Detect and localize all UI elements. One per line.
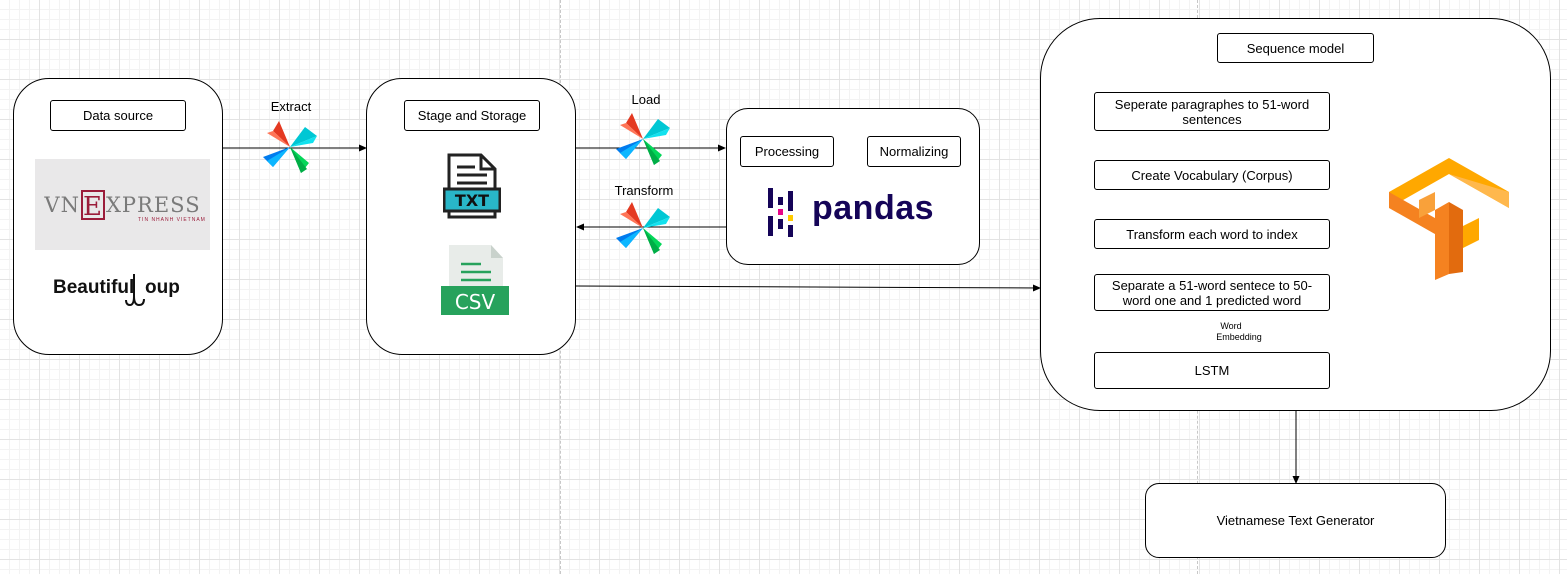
output-text: Vietnamese Text Generator [1216, 513, 1375, 528]
csv-to-model-arrow [575, 284, 1041, 292]
sequence-model-panel[interactable] [1040, 18, 1551, 411]
sequence-model-title[interactable]: Sequence model [1217, 33, 1374, 63]
step-split-paragraphs[interactable]: Seperate paragraphes to 51-word sentence… [1094, 92, 1330, 131]
step-lstm[interactable]: LSTM [1094, 352, 1330, 389]
step-create-vocabulary[interactable]: Create Vocabulary (Corpus) [1094, 160, 1330, 190]
word-embedding-label-line: Word [1220, 321, 1242, 331]
pandas-icon [768, 188, 793, 237]
data-source-title[interactable]: Data source [50, 100, 186, 131]
normalizing-box[interactable]: Normalizing [867, 136, 961, 167]
stage-storage-title-text: Stage and Storage [417, 108, 527, 123]
airflow-pinwheel-icon [616, 113, 670, 170]
vnexpress-tagline: TIN NHANH VIETNAM [138, 217, 206, 223]
step-text: Separate a 51-word sentece to 50-word on… [1111, 277, 1313, 308]
beautifulsoup-logo-tail: oup [145, 277, 180, 299]
transform-label: Transform [614, 183, 674, 198]
processing-panel[interactable] [726, 108, 980, 265]
extract-label: Extract [270, 99, 312, 114]
normalizing-text: Normalizing [879, 144, 949, 159]
beautifulsoup-logo: Beautiful [53, 277, 134, 299]
vnexpress-logo-e: E [80, 189, 105, 222]
data-source-title-text: Data source [82, 108, 154, 123]
airflow-pinwheel-icon [263, 121, 317, 178]
step-text: Seperate paragraphes to 51-word sentence… [1114, 96, 1310, 127]
txt-file-caption: TXT [454, 191, 490, 210]
processing-box[interactable]: Processing [740, 136, 834, 167]
beautifulsoup-ladle-icon [125, 274, 145, 307]
step-text: Transform each word to index [1126, 226, 1298, 242]
vnexpress-logo: VN E XPRESS TIN NHANH VIETNAM [35, 159, 210, 250]
output-box[interactable]: Vietnamese Text Generator [1145, 483, 1446, 558]
tensorflow-logo-icon [1389, 158, 1509, 280]
txt-file-icon: TXT [442, 153, 502, 224]
word-embedding-label: Word [1212, 321, 1250, 332]
processing-text: Processing [754, 144, 820, 159]
step-word-to-index[interactable]: Transform each word to index [1094, 219, 1330, 249]
word-embedding-label: Embedding [1214, 332, 1264, 343]
load-label: Load [631, 92, 661, 107]
stage-storage-title[interactable]: Stage and Storage [404, 100, 540, 131]
sequence-model-title-text: Sequence model [1246, 40, 1345, 56]
beautifulsoup-logo-part: oup [145, 277, 180, 298]
airflow-pinwheel-icon [616, 202, 670, 259]
step-text: LSTM [1194, 363, 1230, 378]
pandas-logo-text: pandas [812, 189, 935, 227]
csv-file-icon: CSV [441, 244, 511, 321]
word-embedding-label-line: Embedding [1216, 332, 1262, 342]
step-text: Create Vocabulary (Corpus) [1131, 167, 1293, 183]
vnexpress-logo-part: XPRESS [105, 192, 201, 217]
beautifulsoup-logo-part: Beautiful [53, 277, 135, 298]
vnexpress-logo-part: VN [44, 192, 80, 217]
step-split-sentence[interactable]: Separate a 51-word sentece to 50-word on… [1094, 274, 1330, 311]
csv-file-caption: CSV [454, 290, 496, 314]
